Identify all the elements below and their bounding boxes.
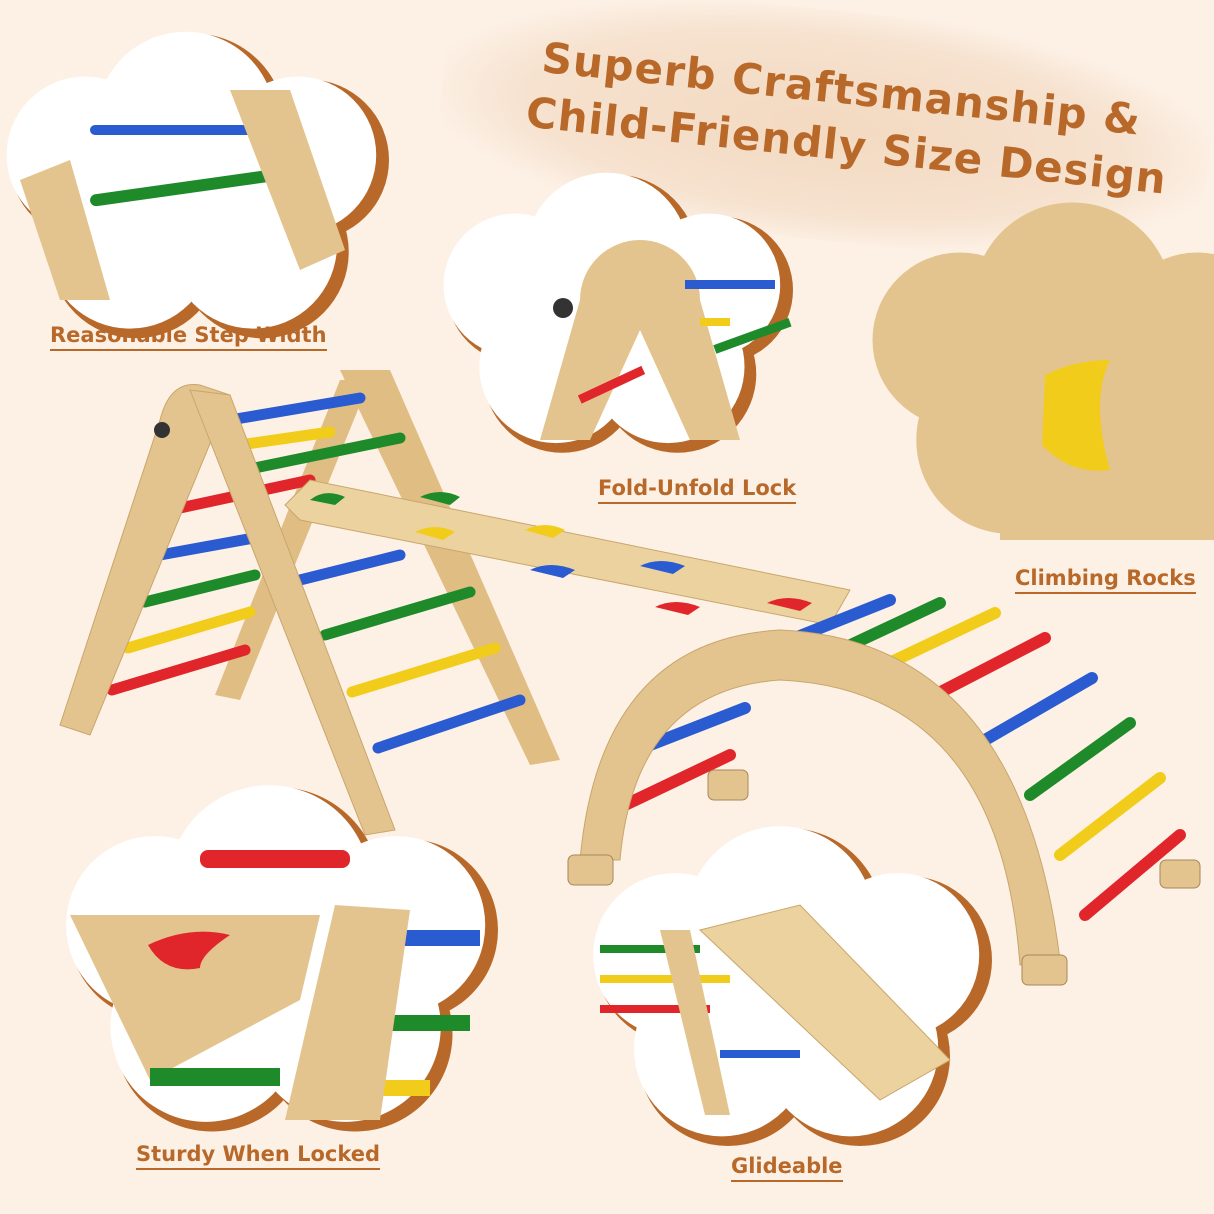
pikler-triangle <box>59 370 560 836</box>
detail-cloud-step-width <box>6 31 390 339</box>
feature-label-step-width: Reasonable Step Width <box>50 323 327 351</box>
detail-cloud-climbing-rocks <box>872 202 1214 540</box>
feature-label-fold-lock: Fold-Unfold Lock <box>598 476 797 504</box>
detail-cloud-fold-lock <box>443 172 793 453</box>
feature-label-climbing-rocks: Climbing Rocks <box>1015 566 1196 594</box>
feature-label-glideable: Glideable <box>731 1154 843 1182</box>
detail-cloud-glideable <box>593 826 992 1146</box>
climbing-ramp <box>284 479 851 626</box>
detail-cloud-sturdy <box>66 785 498 1132</box>
feature-label-sturdy: Sturdy When Locked <box>136 1142 381 1170</box>
climbing-arch <box>567 594 1201 986</box>
